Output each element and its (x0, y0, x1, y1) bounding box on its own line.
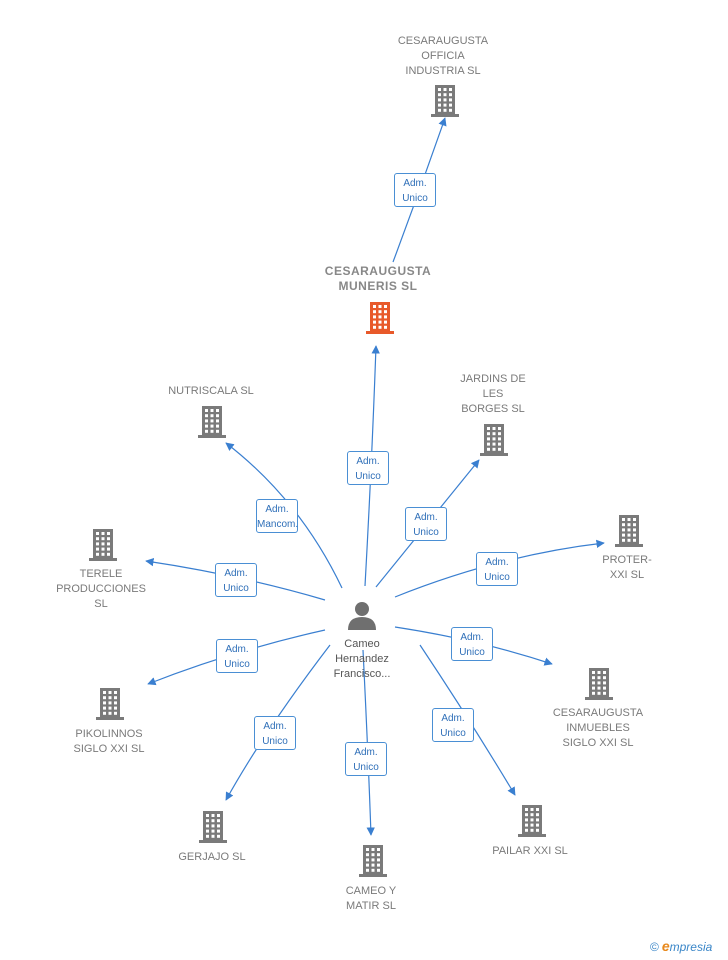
edge-label-pailar[interactable]: Adm. Unico (432, 708, 474, 742)
cesaraugusta-officia-building-icon[interactable] (431, 85, 459, 117)
pailar-building-icon[interactable] (518, 805, 546, 837)
edge-label-proter[interactable]: Adm. Unico (476, 552, 518, 586)
node-label-cesaraugusta-muneris[interactable]: CESARAUGUSTA MUNERIS SL (324, 264, 432, 293)
edge-label-jardins[interactable]: Adm. Unico (405, 507, 447, 541)
person-label[interactable]: Cameo Hernandez Francisco... (333, 638, 391, 680)
edge-label-pikolinnos[interactable]: Adm. Unico (216, 639, 258, 673)
cesaraugusta-inmuebles-building-icon[interactable] (585, 668, 613, 700)
edge-label-cesaraugusta-inmuebles[interactable]: Adm. Unico (451, 627, 493, 661)
edge-label-nutriscala[interactable]: Adm. Mancom. (256, 499, 298, 533)
brand-initial: e (661, 938, 670, 954)
cesaraugusta-muneris-building-icon[interactable] (366, 302, 394, 334)
node-label-cameo-matir[interactable]: CAMEO Y MATIR SL (345, 885, 397, 912)
node-label-nutriscala[interactable]: NUTRISCALA SL (168, 385, 254, 397)
pikolinnos-building-icon[interactable] (96, 688, 124, 720)
empresia-logo: ©empresia (650, 938, 712, 954)
node-label-pikolinnos[interactable]: PIKOLINNOS SIGLO XXI SL (73, 728, 145, 755)
gerjajo-building-icon[interactable] (199, 811, 227, 843)
edge-label-gerjajo[interactable]: Adm. Unico (254, 716, 296, 750)
node-label-cesaraugusta-inmuebles[interactable]: CESARAUGUSTA INMUEBLES SIGLO XXI SL (552, 707, 644, 749)
node-label-proter[interactable]: PROTER- XXI SL (602, 554, 652, 581)
edge-label-cesaraugusta-officia[interactable]: Adm. Unico (394, 173, 436, 207)
terele-building-icon[interactable] (89, 529, 117, 561)
edge-label-terele[interactable]: Adm. Unico (215, 563, 257, 597)
brand-name: mpresia (669, 940, 713, 954)
edge-label-cameo-matir[interactable]: Adm. Unico (345, 742, 387, 776)
proter-building-icon[interactable] (615, 515, 643, 547)
person-icon[interactable] (348, 602, 376, 630)
nutriscala-building-icon[interactable] (198, 406, 226, 438)
edge-label-cesaraugusta-muneris[interactable]: Adm. Unico (347, 451, 389, 485)
node-label-cesaraugusta-officia[interactable]: CESARAUGUSTA OFFICIA INDUSTRIA SL (397, 35, 489, 77)
node-label-pailar[interactable]: PAILAR XXI SL (492, 845, 568, 857)
node-label-gerjajo[interactable]: GERJAJO SL (178, 851, 246, 863)
node-label-terele[interactable]: TERELE PRODUCCIONES SL (56, 568, 146, 610)
jardins-building-icon[interactable] (480, 424, 508, 456)
copyright-icon: © (650, 940, 659, 954)
node-label-jardins[interactable]: JARDINS DE LES BORGES SL (460, 373, 526, 415)
cameo-matir-building-icon[interactable] (359, 845, 387, 877)
